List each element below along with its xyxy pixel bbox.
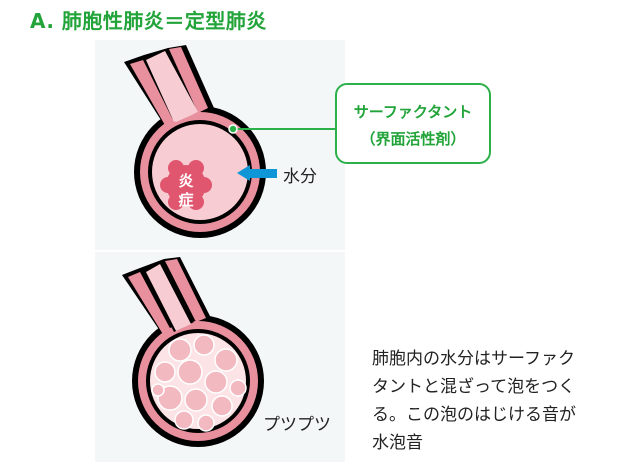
- description-line: 肺胞内の水分はサーファク: [372, 349, 575, 369]
- inflammation-label-2: 症: [178, 191, 193, 209]
- sound-label: プツプツ: [263, 415, 331, 435]
- callout-line-2: （界面活性剤）: [360, 130, 466, 148]
- foam-bubbles: [151, 334, 247, 432]
- inflammation-label-1: 炎: [178, 172, 193, 190]
- description: 肺胞内の水分はサーファク タントと混ざって泡をつく る。この泡のはじける音が 水…: [372, 345, 612, 457]
- page-title: A. 肺胞性肺炎＝定型肺炎: [30, 9, 267, 33]
- water-label: 水分: [283, 167, 317, 187]
- alveolus-inflamed: [124, 45, 335, 238]
- callout-line-1: サーファクタント: [353, 103, 473, 121]
- description-line: 水泡音: [372, 433, 423, 453]
- surfactant-callout: サーファクタント （界面活性剤）: [335, 83, 491, 164]
- surfactant-dot: [228, 124, 238, 134]
- description-line: タントと混ざって泡をつく: [372, 377, 576, 397]
- inflammation-blob: [160, 160, 212, 210]
- description-line: る。この泡のはじける音が: [372, 405, 576, 425]
- water-arrow-icon: [237, 165, 277, 181]
- alveolus-bubbles: [122, 257, 264, 447]
